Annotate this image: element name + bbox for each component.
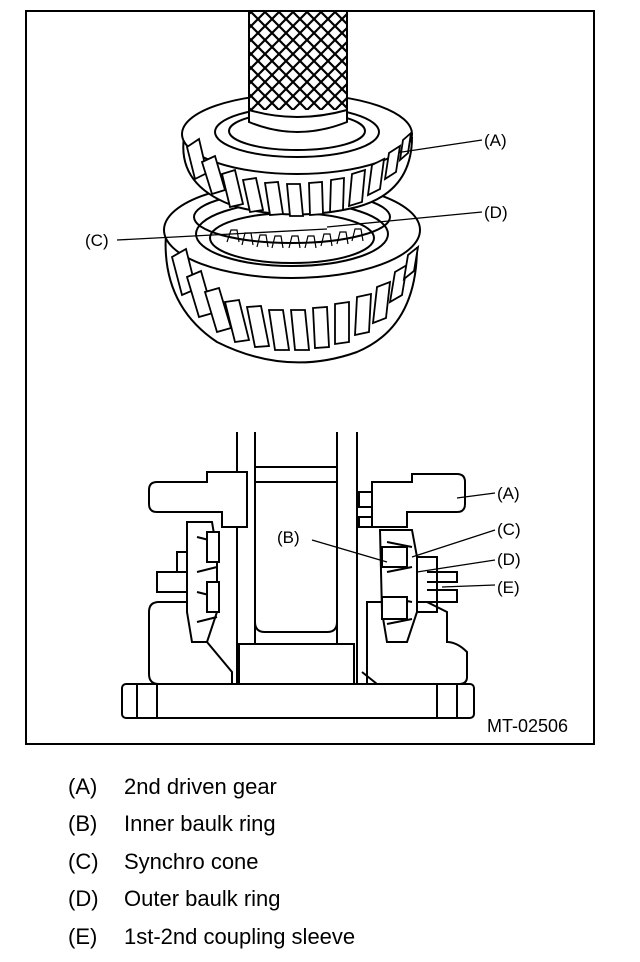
figure-id: MT-02506 [487,716,568,736]
shaft-with-knurled-handle [248,12,348,133]
callout-B-lower: (B) [277,528,300,547]
second-driven-gear [181,93,413,217]
leader-A-lower [456,492,496,499]
lower-cross-section [121,432,475,719]
upper-perspective-view [163,12,421,364]
legend-key: (D) [68,886,99,912]
legend-key: (C) [68,848,99,874]
legend-text: 1st-2nd coupling sleeve [124,923,356,949]
legend-list: (A) 2nd driven gear (B) Inner baulk ring… [68,768,608,956]
legend-text: Outer baulk ring [124,886,281,912]
legend-item: (A) 2nd driven gear [68,768,608,806]
leader-E-lower [441,584,496,588]
leader-D-lower [416,559,496,573]
legend-text: Synchro cone [124,848,259,874]
leader-D-upper [326,211,483,228]
leader-B-lower [311,539,388,563]
legend-text: 2nd driven gear [124,773,277,799]
legend-item: (B) Inner baulk ring [68,806,608,844]
callout-C-lower: (C) [497,520,521,539]
callout-E-lower: (E) [497,578,520,597]
gear-assembly-illustration: (A) (D) (C) [85,12,568,736]
legend-item: (D) Outer baulk ring [68,881,608,919]
legend-item: (C) Synchro cone [68,843,608,881]
legend-key: (E) [68,923,98,949]
callout-D-upper: (D) [484,203,508,222]
lower-callout-leaders [311,492,496,588]
leader-A-upper [401,139,483,153]
leader-C-upper [116,228,328,241]
legend-text: Inner baulk ring [124,811,276,837]
callout-D-lower: (D) [497,550,521,569]
upper-callout-leaders [116,139,483,241]
figure-frame: (A) (D) (C) [25,10,595,745]
callout-A-lower: (A) [497,484,520,503]
legend-key: (A) [68,773,98,799]
callout-C-upper: (C) [85,231,109,250]
legend-key: (B) [68,811,98,837]
callout-A-upper: (A) [484,131,507,150]
leader-C-lower [411,529,496,558]
legend-item: (E) 1st-2nd coupling sleeve [68,918,608,956]
